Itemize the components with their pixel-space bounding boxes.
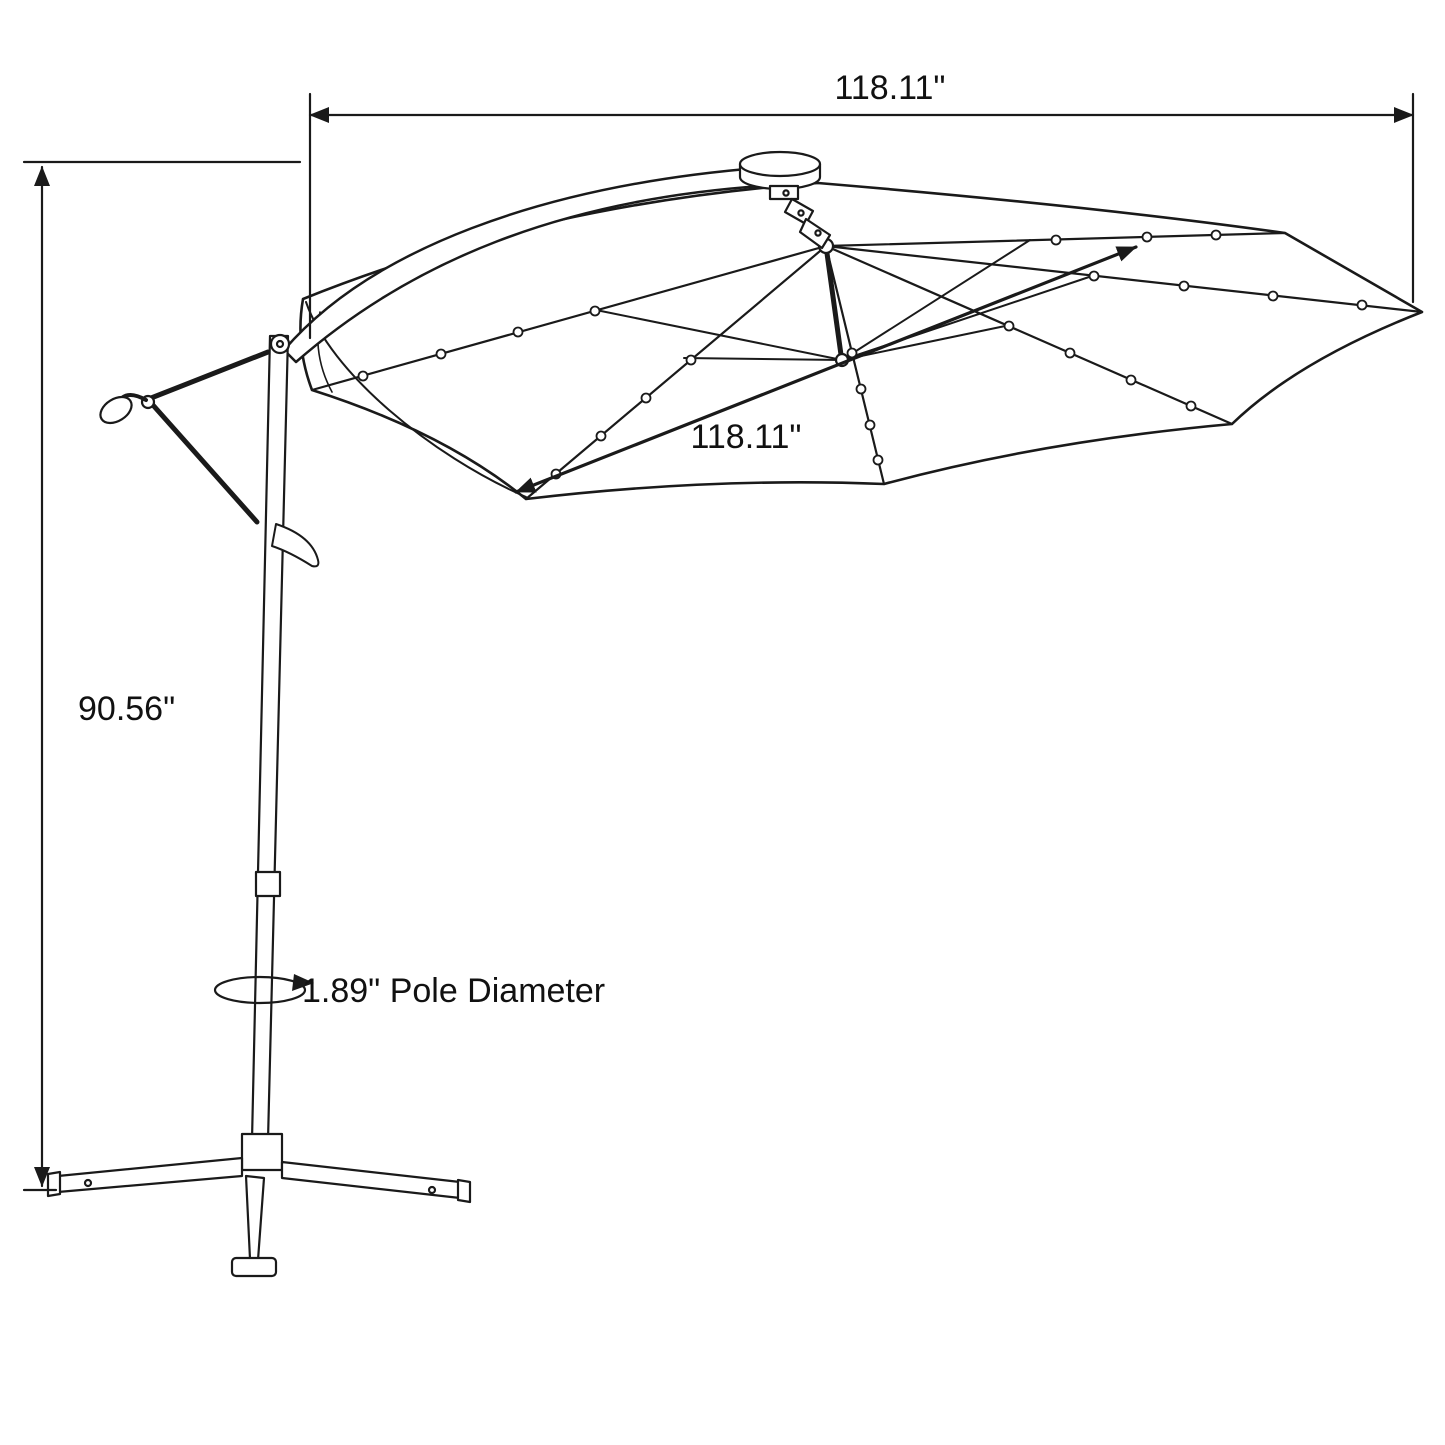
mount-bolt <box>782 189 790 197</box>
tilt-hub-pin <box>275 339 285 349</box>
led-light <box>855 383 867 395</box>
led-light <box>1185 400 1197 412</box>
led-light <box>595 430 607 442</box>
base-arm-left <box>56 1156 244 1194</box>
lever-shape <box>271 523 320 568</box>
led-light <box>1141 231 1153 243</box>
led-light <box>846 347 858 359</box>
canopy-diagonal-label: 118.11" <box>690 418 801 456</box>
led-light <box>1050 234 1062 246</box>
umbrella-drawing <box>46 150 1424 1278</box>
led-light <box>1356 299 1368 311</box>
pole-shaft <box>250 334 290 1142</box>
crank-bar-lower <box>149 401 260 525</box>
tilt-hub <box>269 333 291 355</box>
height-dimension: 90.56" <box>22 160 302 1192</box>
led-light <box>357 370 369 382</box>
mount-bolt <box>814 229 822 237</box>
led-light <box>640 392 652 404</box>
pole-joint-collar <box>254 870 282 898</box>
overall-height-label: 90.56" <box>78 690 175 728</box>
solar-panel-icon <box>738 150 822 178</box>
base-hole <box>427 1185 437 1195</box>
led-light <box>685 354 697 366</box>
crank-handle <box>99 349 271 525</box>
canopy-width-label: 118.11" <box>834 69 945 107</box>
diagonal-dimension-line <box>514 245 1138 494</box>
led-light <box>872 454 884 466</box>
tilt-lock-lever <box>271 523 320 568</box>
pole-diameter-annotation: 1.89" Pole Diameter <box>213 972 605 1010</box>
crank-bar-upper <box>143 349 271 403</box>
diagonal-dimension: 118.11" <box>514 245 1138 494</box>
led-light <box>1088 270 1100 282</box>
base-hole <box>83 1178 93 1188</box>
mount-bolt <box>797 209 805 217</box>
pole-diameter-ellipse <box>213 975 307 1005</box>
led-light <box>864 419 876 431</box>
base-arm-left-cap <box>46 1170 62 1198</box>
led-light <box>589 305 601 317</box>
led-light <box>1210 229 1222 241</box>
led-light <box>435 348 447 360</box>
pole-diameter-label: 1.89" Pole Diameter <box>302 972 605 1010</box>
led-light <box>1003 320 1015 332</box>
base-front-leg <box>244 1174 266 1262</box>
pole <box>250 333 291 1142</box>
crank-grip <box>99 395 133 425</box>
led-light <box>1267 290 1279 302</box>
cross-base <box>46 1132 472 1278</box>
solar-panel-mount <box>738 150 832 250</box>
led-light <box>1064 347 1076 359</box>
width-dimension: 118.11" <box>308 69 1415 340</box>
led-light <box>1178 280 1190 292</box>
base-arm-right-cap <box>456 1178 472 1204</box>
led-light <box>512 326 524 338</box>
base-mount <box>240 1132 284 1172</box>
pole-diameter-arrow-icon <box>292 974 314 991</box>
base-foot <box>230 1256 278 1278</box>
led-light <box>1125 374 1137 386</box>
